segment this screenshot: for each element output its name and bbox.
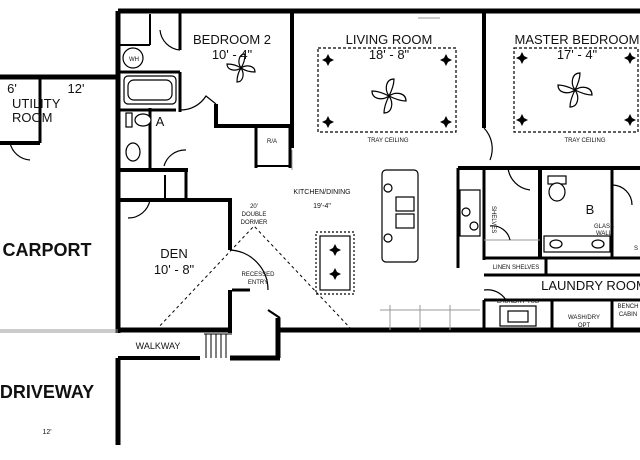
living-room-name: LIVING ROOM <box>346 32 433 47</box>
shelves-label: SHELVES <box>490 206 496 233</box>
dormer-label-1: 20' <box>250 204 258 210</box>
fixtures <box>122 47 611 327</box>
fan-icon <box>557 72 593 108</box>
bath-a-label: A <box>156 114 165 129</box>
kitchen-dining-dim: 19'-4" <box>313 203 331 210</box>
bench-label-1: BENCH <box>617 304 638 310</box>
recessed-entry-2: ENTRY <box>248 280 268 286</box>
bedroom2-name: BEDROOM 2 <box>193 32 271 47</box>
master-bedroom-tray-note: TRAY CEILING <box>564 138 605 144</box>
glass-wall-1: GLASS <box>594 224 614 230</box>
fan-icon <box>226 53 256 83</box>
den-name: DEN <box>160 246 187 261</box>
water-heater-label: WH <box>129 57 139 63</box>
living-room-tray-note: TRAY CEILING <box>367 138 408 144</box>
dormer-label-3: DORMER <box>241 220 268 226</box>
utility-dim: 6' <box>7 81 17 96</box>
edge-s-label: S <box>634 246 638 252</box>
ra-label: R/A <box>267 139 277 145</box>
driveway-name: DRIVEWAY <box>0 382 94 402</box>
linen-shelves-label: LINEN SHELVES <box>493 265 540 271</box>
master-bedroom-name: MASTER BEDROOM <box>515 32 640 47</box>
tray-ceilings <box>317 47 639 133</box>
washdry-label-1: WASH/DRY <box>568 315 600 321</box>
bath-b-label: B <box>586 202 595 217</box>
ceiling-fans <box>226 53 593 114</box>
glass-wall-2: WALL <box>596 231 613 237</box>
light-fixtures <box>322 52 636 280</box>
carport-name: CARPORT <box>3 240 92 260</box>
dormer-label-2: DOUBLE <box>242 212 267 218</box>
utility-room-name-1: UTILITY <box>12 96 61 111</box>
fan-icon <box>371 78 407 114</box>
recessed-entry-1: RECESSED <box>241 272 275 278</box>
walkway-name: WALKWAY <box>136 341 181 351</box>
den-dim: 10' - 8" <box>154 262 195 277</box>
carport-dim: 12' <box>68 81 85 96</box>
thin-lines <box>0 17 540 333</box>
washdry-label-2: OPT <box>578 323 591 329</box>
utility-room-name-2: ROOM <box>12 110 52 125</box>
laundry-room-name: LAUNDRY ROOM <box>541 278 640 293</box>
bedroom2-dim: 10' - 4" <box>212 47 253 62</box>
kitchen-dining-name: KITCHEN/DINING <box>293 189 350 196</box>
laundry-tub-label: LAUNDRY TUB <box>497 299 539 305</box>
driveway-dim: 12' <box>42 429 51 436</box>
living-room-dim: 18' - 8" <box>369 47 410 62</box>
entry-steps <box>204 333 232 358</box>
doors <box>9 29 633 301</box>
walls <box>0 8 640 445</box>
bench-label-2: CABIN <box>619 312 637 318</box>
master-bedroom-dim: 17' - 4" <box>557 47 598 62</box>
